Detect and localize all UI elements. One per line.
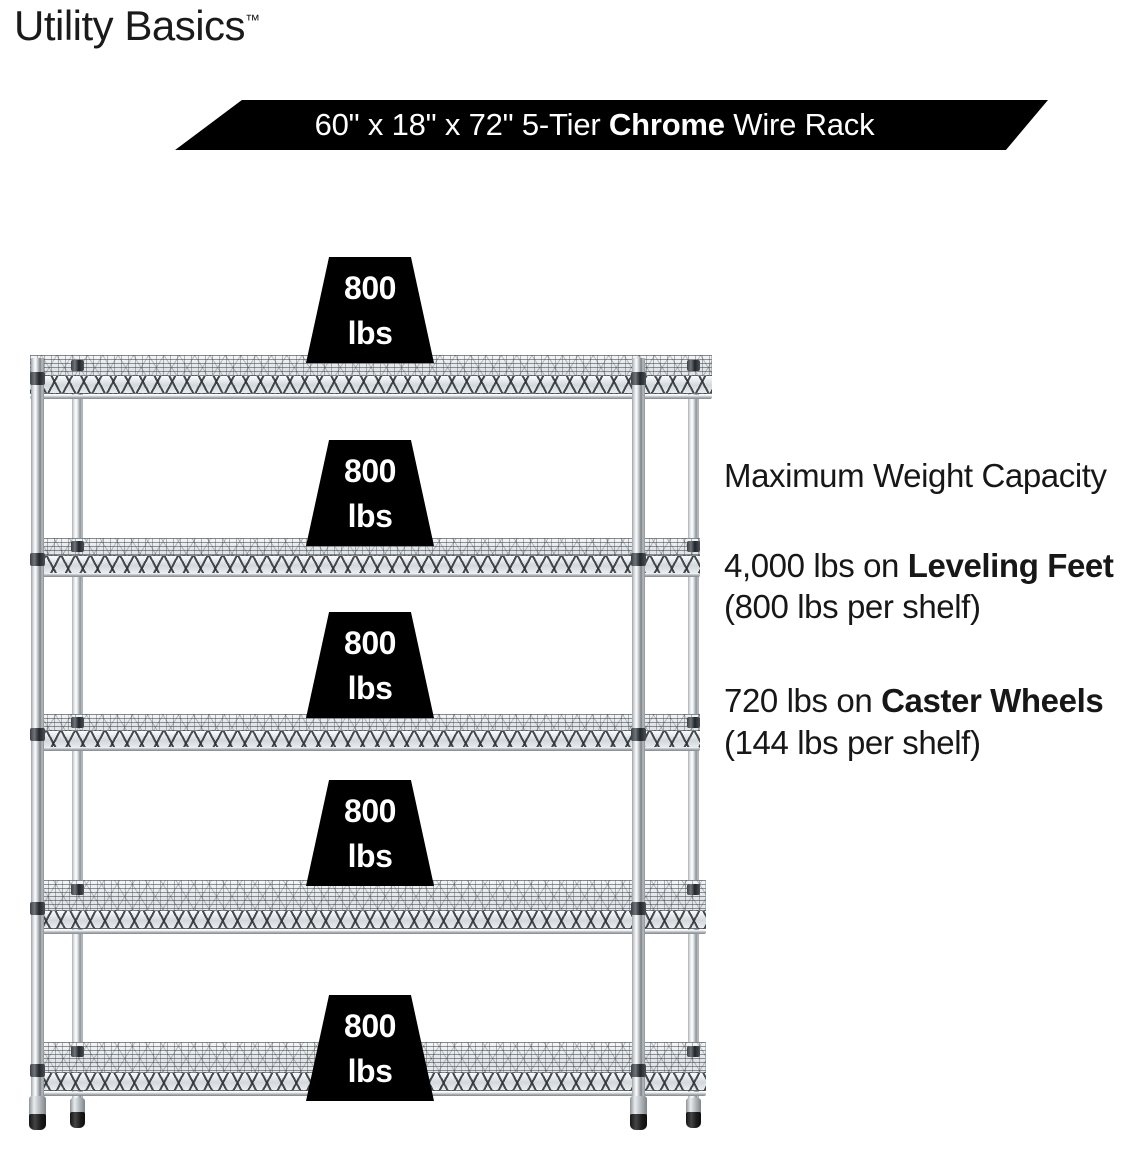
brand-title: Utility Basics™: [14, 2, 260, 50]
capacity-badge-shelf-1: 800 lbs: [306, 257, 434, 363]
capacity-info-panel: Maximum Weight Capacity 4,000 lbs on Lev…: [724, 456, 1123, 763]
shelf-truss: [34, 910, 706, 929]
shelf-tier-3: [40, 714, 700, 758]
product-title-banner: 60" x 18" x 72" 5-Tier Chrome Wire Rack: [175, 100, 1048, 150]
caster-capacity-bold: Caster Wheels: [881, 682, 1104, 720]
leveling-capacity-after: (800 lbs per shelf): [724, 588, 981, 626]
shelf-rail: [34, 930, 706, 934]
shelf-collar-4-rear-right: [687, 884, 700, 895]
shelf-collar-3-front-left: [30, 728, 45, 741]
capacity-badge-shelf-3: 800 lbs: [306, 612, 434, 718]
shelf-collar-5-rear-left: [71, 1046, 84, 1057]
capacity-badge-shelf-2: 800 lbs: [306, 440, 434, 546]
shelf-collar-3-rear-right: [687, 717, 700, 728]
shelf-rail: [40, 573, 700, 577]
shelf-collar-1-front-right: [631, 372, 646, 385]
shelf-collar-3-front-right: [631, 728, 646, 741]
trademark-symbol: ™: [245, 12, 261, 29]
leveling-foot-front-right: [630, 1096, 647, 1130]
caster-wheels-capacity: 720 lbs on Caster Wheels (144 lbs per sh…: [724, 680, 1123, 763]
capacity-badge-number: 800: [344, 792, 396, 829]
wire-rack-illustration: 800 lbs 800 lbs 800 lbs 800 lbs 800 lbs: [29, 257, 712, 1130]
caster-capacity-before: 720 lbs on: [724, 682, 882, 720]
capacity-badge-unit: lbs: [347, 314, 393, 351]
capacity-badge-number: 800: [344, 1007, 396, 1044]
brand-name: Utility Basics: [14, 2, 246, 49]
caster-capacity-after: (144 lbs per shelf): [724, 723, 981, 761]
shelf-truss: [40, 555, 700, 574]
capacity-badge-unit: lbs: [347, 497, 393, 534]
shelf-collar-1-front-left: [30, 372, 45, 385]
capacity-badge-unit: lbs: [347, 669, 393, 706]
capacity-badge-number: 800: [344, 452, 396, 489]
shelf-collar-2-rear-left: [71, 541, 84, 552]
shelf-collar-2-front-left: [30, 553, 45, 566]
leveling-capacity-before: 4,000 lbs on: [724, 546, 908, 584]
banner-text-bold: Chrome: [608, 107, 725, 142]
shelf-tier-4: [34, 880, 706, 942]
capacity-badge-shelf-5: 800 lbs: [306, 995, 434, 1101]
leveling-foot-rear-right: [686, 1098, 701, 1128]
banner-text-after: Wire Rack: [724, 107, 875, 142]
shelf-collar-2-front-right: [631, 553, 646, 566]
shelf-collar-4-front-left: [30, 902, 45, 915]
capacity-badge-number: 800: [344, 624, 396, 661]
shelf-collar-5-front-right: [631, 1064, 646, 1077]
shelf-collar-1-rear-right: [687, 360, 700, 371]
shelf-collar-5-rear-right: [687, 1046, 700, 1057]
shelf-collar-4-rear-left: [71, 884, 84, 895]
capacity-heading: Maximum Weight Capacity: [724, 457, 1107, 494]
leveling-feet-capacity: 4,000 lbs on Leveling Feet (800 lbs per …: [724, 545, 1123, 628]
info-spacer: [724, 628, 1123, 680]
capacity-badge-unit: lbs: [347, 1052, 393, 1089]
shelf-truss: [30, 375, 712, 394]
capacity-badge-shelf-4: 800 lbs: [306, 780, 434, 886]
shelf-collar-3-rear-left: [71, 717, 84, 728]
capacity-badge-number: 800: [344, 269, 396, 306]
shelf-rail: [30, 395, 712, 399]
shelf-rail: [40, 747, 700, 751]
leveling-foot-front-left: [29, 1096, 46, 1130]
capacity-badge-unit: lbs: [347, 837, 393, 874]
leveling-capacity-bold: Leveling Feet: [907, 546, 1114, 584]
product-title-text: 60" x 18" x 72" 5-Tier Chrome Wire Rack: [315, 107, 875, 143]
shelf-collar-2-rear-right: [687, 541, 700, 552]
shelf-collar-1-rear-left: [71, 360, 84, 371]
info-spacer: [724, 497, 1123, 545]
shelf-collar-5-front-left: [30, 1064, 45, 1077]
banner-text-before: 60" x 18" x 72" 5-Tier: [314, 107, 609, 142]
leveling-foot-rear-left: [70, 1098, 85, 1128]
shelf-collar-4-front-right: [631, 902, 646, 915]
